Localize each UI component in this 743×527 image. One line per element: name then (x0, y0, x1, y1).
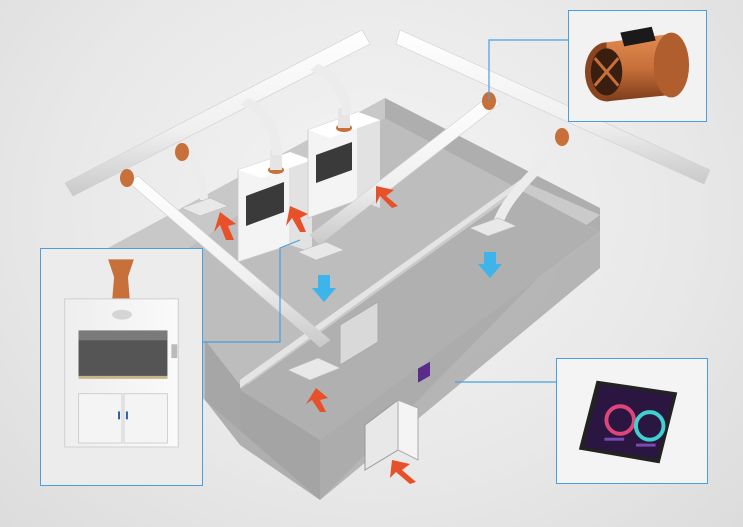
callout-line-hood (203, 239, 301, 343)
diffuser-3 (469, 217, 517, 237)
fume-hood-1 (237, 150, 312, 263)
arrow-out-2 (478, 252, 502, 278)
arrow-out-1 (312, 275, 336, 302)
duct-drop-1 (176, 146, 208, 200)
damper-1 (120, 169, 134, 187)
arrow-in-1 (214, 212, 236, 240)
arrow-in-5 (390, 460, 416, 484)
duct-branch-middle (309, 94, 501, 245)
arrow-in-3 (376, 186, 398, 208)
inner-door (339, 301, 379, 366)
corridor-floor (240, 190, 600, 440)
diffuser-1 (181, 197, 229, 217)
front-door-leaf (397, 399, 419, 461)
damper-4 (555, 128, 569, 146)
wall-panel-device (418, 361, 430, 383)
control-panel-callout (556, 358, 708, 484)
damper-3 (482, 92, 496, 110)
duct-main-right (395, 29, 711, 185)
front-wall (240, 388, 320, 500)
duct-drop-2 (240, 98, 282, 155)
callout-lines (203, 39, 568, 383)
airflow-arrows (214, 186, 502, 484)
diffuser-2 (297, 241, 345, 261)
control-panel-icon (578, 380, 678, 464)
left-wall (205, 340, 240, 445)
duct-branch-right (492, 140, 568, 228)
duct-drop-3 (310, 64, 352, 115)
arrow-in-4 (306, 388, 328, 412)
fume-hood-2 (307, 108, 380, 219)
duct-main-left (64, 29, 371, 197)
damper-2 (175, 143, 189, 161)
ductwork (64, 29, 711, 381)
diffuser-4 (287, 357, 341, 381)
damper-callout (568, 10, 707, 122)
callout-line-damper (488, 39, 568, 100)
fume-hood-callout (40, 248, 203, 486)
arrow-in-2 (286, 206, 308, 232)
damper-icon (584, 26, 690, 102)
fume-hood-icon (64, 259, 179, 448)
